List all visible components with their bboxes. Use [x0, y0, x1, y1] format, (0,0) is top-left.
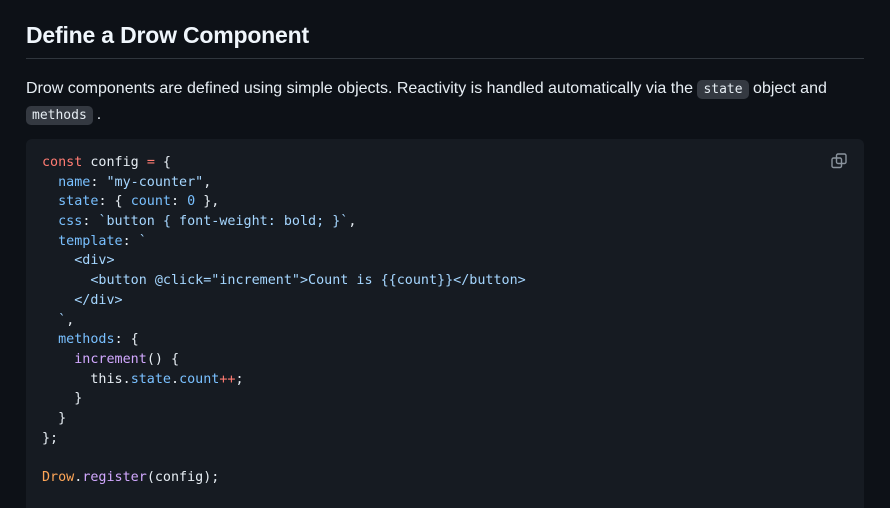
inline-code-methods: methods	[26, 106, 93, 125]
code-line: template: `	[42, 232, 526, 252]
heading-divider	[26, 58, 864, 59]
code-token: }	[42, 410, 67, 426]
code-token: </div>	[42, 292, 123, 308]
code-token: methods	[58, 332, 115, 348]
code-block[interactable]: const config = { name: "my-counter", sta…	[26, 139, 864, 508]
code-token: :	[122, 233, 139, 249]
code-line: state: { count: 0 },	[42, 192, 526, 212]
code-line: css: `button { font-weight: bold; }`,	[42, 212, 526, 232]
inline-code-state: state	[697, 80, 749, 99]
code-line: <button @click="increment">Count is {{co…	[42, 271, 526, 291]
code-token: <div>	[42, 253, 115, 269]
code-token: :	[82, 214, 99, 230]
code-token	[42, 332, 58, 347]
copy-icon	[831, 153, 847, 169]
code-token: template	[58, 233, 123, 249]
code-token: register	[82, 470, 147, 485]
code-token: this.	[42, 371, 131, 387]
code-token	[42, 214, 58, 229]
code-line: };	[42, 429, 526, 449]
code-line: <div>	[42, 251, 526, 271]
code-token: count	[179, 371, 220, 387]
code-token: () {	[146, 351, 180, 367]
code-token: =	[146, 155, 155, 170]
code-content[interactable]: const config = { name: "my-counter", sta…	[42, 153, 526, 488]
code-token: const	[42, 155, 83, 170]
code-line: methods: {	[42, 330, 526, 350]
intro-paragraph: Drow components are defined using simple…	[26, 76, 866, 128]
code-token: "my-counter"	[106, 174, 204, 190]
code-token	[42, 175, 58, 190]
code-line: </div>	[42, 291, 526, 311]
code-token: config	[82, 155, 147, 170]
page-title: Define a Drow Component	[26, 22, 309, 48]
code-token: ++	[219, 371, 236, 387]
code-line: }	[42, 409, 526, 429]
code-token: <button @click="increment">Count is {{co…	[42, 273, 526, 289]
code-token: ,	[203, 174, 212, 190]
code-token: `button { font-weight: bold; }`	[98, 214, 349, 230]
code-line: `,	[42, 311, 526, 331]
code-token: `	[138, 233, 147, 249]
code-token: {	[154, 155, 171, 170]
copy-button[interactable]	[830, 152, 848, 170]
code-line: increment() {	[42, 350, 526, 370]
code-token: :	[171, 194, 188, 210]
code-line: const config = {	[42, 153, 526, 173]
code-token: `	[42, 312, 67, 328]
code-token: Drow	[42, 470, 75, 485]
code-token: :	[90, 174, 107, 190]
code-token: };	[42, 430, 59, 446]
code-token: ,	[66, 312, 75, 328]
code-token	[42, 194, 58, 209]
code-token: : {	[98, 194, 131, 210]
code-line: Drow.register(config);	[42, 468, 526, 488]
code-line: this.state.count++;	[42, 370, 526, 390]
code-token	[42, 352, 74, 367]
code-token: count	[130, 194, 171, 210]
code-token: : {	[114, 332, 139, 348]
code-token	[42, 234, 58, 249]
code-token: ;	[235, 371, 244, 387]
code-token: 0	[187, 194, 196, 210]
code-line	[42, 448, 526, 468]
code-token: (config);	[146, 470, 220, 485]
code-line: }	[42, 389, 526, 409]
code-token: },	[195, 194, 220, 210]
code-token: }	[42, 391, 83, 407]
intro-text-before: Drow components are defined using simple…	[26, 80, 698, 97]
code-token: .	[171, 371, 180, 387]
intro-text-after: .	[96, 106, 102, 123]
code-token: name	[58, 174, 91, 190]
code-token: state	[58, 194, 99, 210]
code-token: ,	[348, 214, 357, 230]
code-token: state	[130, 371, 171, 387]
code-token: .	[74, 470, 83, 485]
code-token: increment	[74, 351, 147, 367]
intro-text-middle: object and	[748, 80, 827, 97]
code-line: name: "my-counter",	[42, 173, 526, 193]
code-token: css	[58, 214, 83, 230]
